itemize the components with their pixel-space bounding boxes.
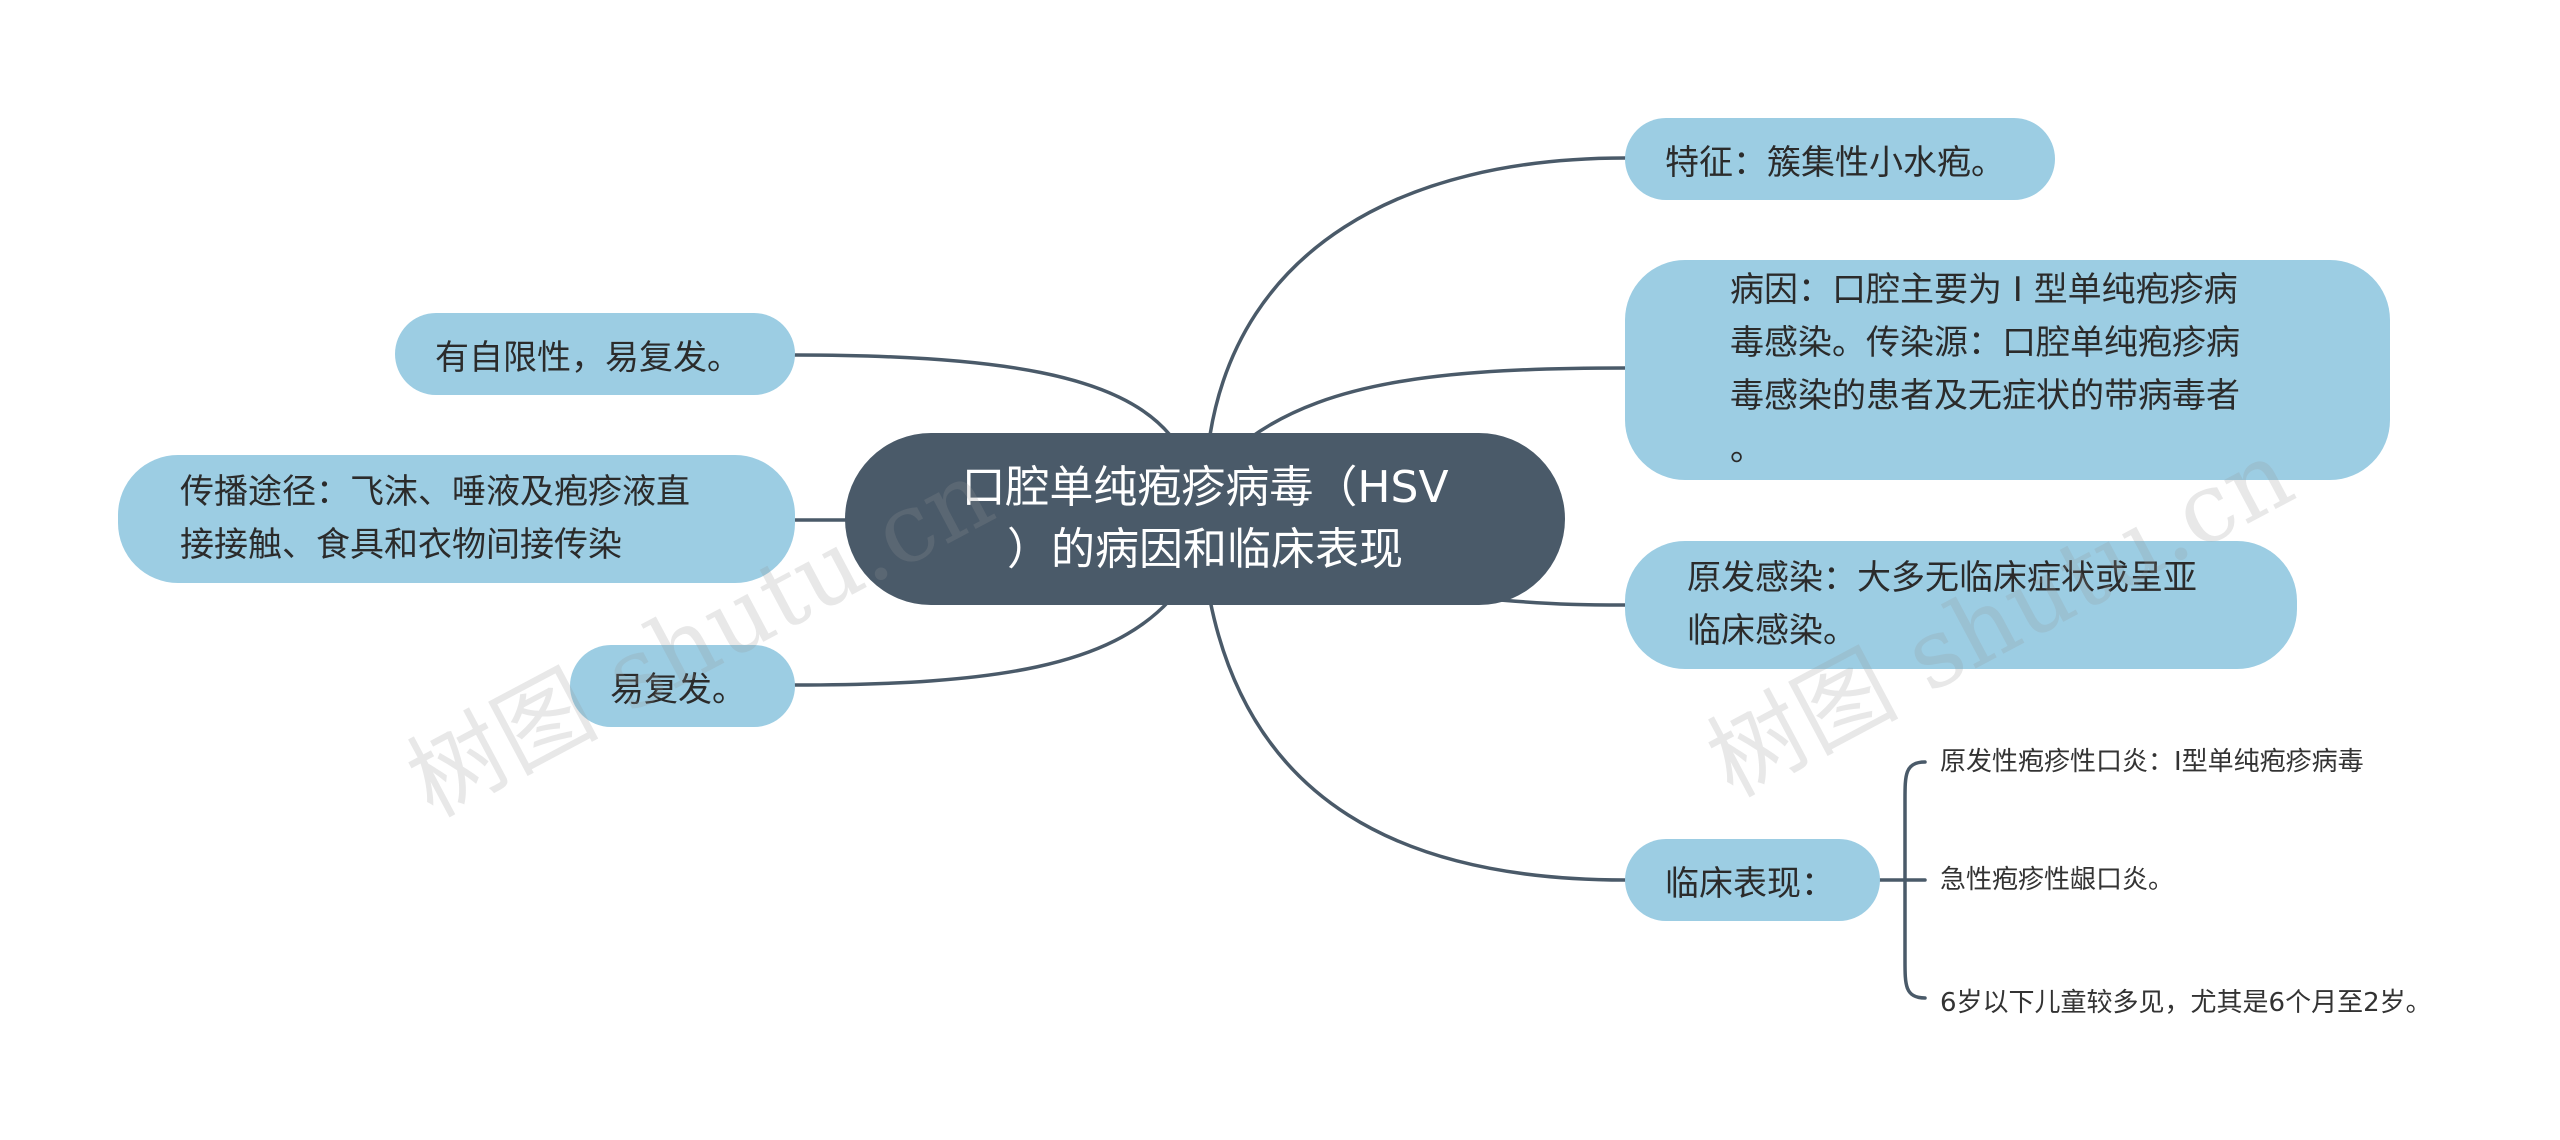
clinical-item-2[interactable]: 急性疱疹性龈口炎。 [1940,865,2175,895]
node-etiology-text: 病因：口腔主要为 I 型单纯疱疹病 毒感染。传染源：口腔单纯疱疹病 毒感染的患者… [1730,264,2240,476]
central-topic-line-1: 口腔单纯疱疹病毒（HSV [961,462,1449,513]
central-topic-text: 口腔单纯疱疹病毒（HSV ）的病因和临床表现 [961,457,1448,581]
connector-feature [1208,156,1627,437]
node-feature[interactable]: 特征：簇集性小水疱。 [1625,118,2055,200]
central-topic[interactable]: 口腔单纯疱疹病毒（HSV ）的病因和临床表现 [845,433,1565,605]
node-etiology-line-2: 毒感染。传染源：口腔单纯疱疹病 [1730,323,2240,363]
node-feature-label: 特征：簇集性小水疱。 [1665,142,2005,183]
node-primary-infection[interactable]: 原发感染：大多无临床症状或呈亚 临床感染。 [1625,541,2297,669]
connector-self-limiting [793,353,1172,437]
node-transmission-line-2: 接接触、食具和衣物间接传染 [180,525,622,565]
clinical-item-3[interactable]: 6岁以下儿童较多见，尤其是6个月至2岁。 [1940,988,2432,1018]
node-etiology-line-4: 。 [1730,429,1764,469]
node-etiology-line-1: 病因：口腔主要为 I 型单纯疱疹病 [1730,270,2238,310]
node-primary-infection-line-1: 原发感染：大多无临床症状或呈亚 [1687,558,2197,598]
node-transmission-line-1: 传播途径：飞沫、唾液及疱疹液直 [180,472,690,512]
node-self-limiting-label: 有自限性，易复发。 [435,337,741,378]
node-transmission[interactable]: 传播途径：飞沫、唾液及疱疹液直 接接触、食具和衣物间接传染 [118,455,795,583]
node-transmission-text: 传播途径：飞沫、唾液及疱疹液直 接接触、食具和衣物间接传染 [180,466,690,572]
central-topic-line-2: ）的病因和临床表现 [1007,524,1403,575]
node-etiology[interactable]: 病因：口腔主要为 I 型单纯疱疹病 毒感染。传染源：口腔单纯疱疹病 毒感染的患者… [1625,260,2390,480]
node-primary-infection-text: 原发感染：大多无临床症状或呈亚 临床感染。 [1687,552,2197,658]
node-recurrence[interactable]: 易复发。 [570,645,795,727]
clinical-item-1[interactable]: 原发性疱疹性口炎：I型单纯疱疹病毒 [1940,747,2364,777]
node-clinical-label: 临床表现： [1665,863,1835,904]
node-etiology-line-3: 毒感染的患者及无症状的带病毒者 [1730,376,2240,416]
node-primary-infection-line-2: 临床感染。 [1687,611,1857,651]
connector-recurrence [793,598,1172,687]
node-recurrence-label: 易复发。 [610,669,746,710]
node-self-limiting[interactable]: 有自限性，易复发。 [395,313,795,395]
connector-primary [1498,598,1627,607]
connector-clinical [1208,598,1627,882]
connector-etiology [1248,366,1627,440]
node-clinical[interactable]: 临床表现： [1625,839,1880,921]
